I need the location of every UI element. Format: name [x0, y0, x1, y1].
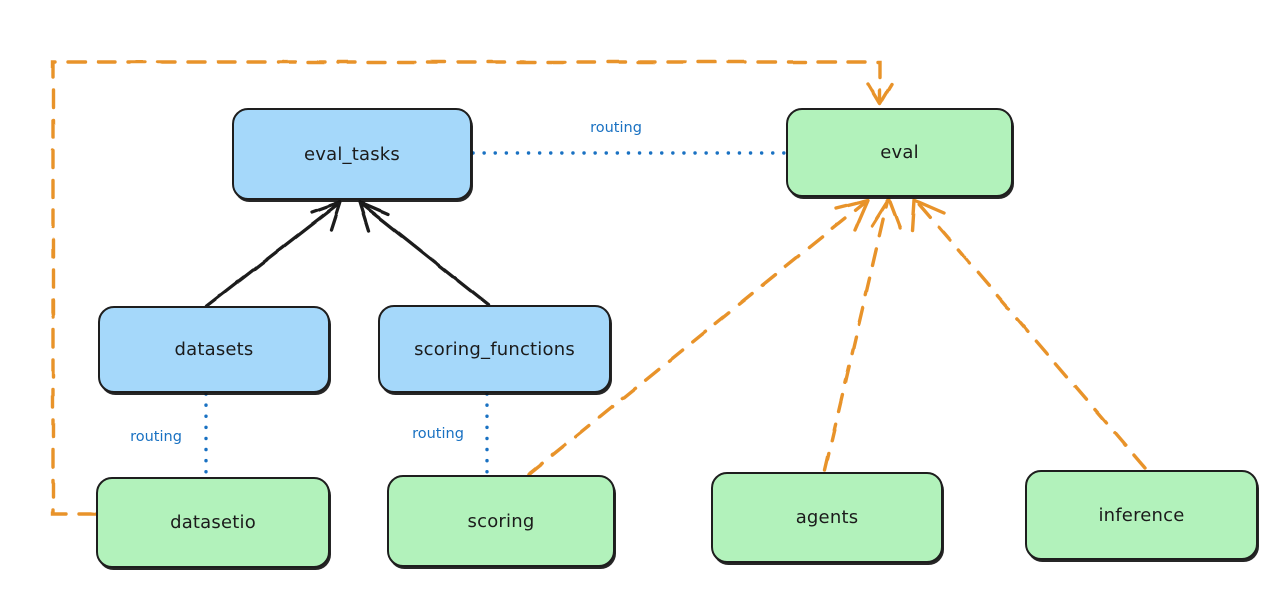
- edge-agents-to-eval-wrap: [823, 197, 902, 472]
- edge-datasets-to-eval_tasks-wrap: [205, 200, 342, 308]
- node-label-eval_tasks: eval_tasks: [303, 143, 401, 165]
- node-datasets[interactable]: datasets: [98, 306, 330, 393]
- edge-label-routing-eval_tasks-eval: routing: [590, 120, 642, 136]
- node-label-datasetio: datasetio: [170, 512, 256, 533]
- node-agents[interactable]: agents: [711, 472, 943, 563]
- node-scoring_functions[interactable]: scoring_functions: [378, 305, 611, 393]
- node-inference[interactable]: inference: [1025, 470, 1258, 560]
- edge-label-routing-scoring_functions-scoring: routing: [412, 426, 464, 442]
- node-scoring[interactable]: scoring: [387, 475, 615, 567]
- node-label-agents: agents: [795, 507, 859, 528]
- node-eval_tasks[interactable]: eval_tasks: [232, 108, 472, 200]
- node-datasetio[interactable]: datasetio: [96, 477, 330, 568]
- edge-scoring_functions-to-eval_tasks-wrap: [358, 200, 491, 307]
- edge-label-routing-datasets-datasetio: routing: [130, 429, 182, 445]
- edge-inference-to-eval-wrap: [910, 198, 1147, 470]
- node-label-inference: inference: [1098, 504, 1185, 526]
- node-label-datasets: datasets: [174, 339, 254, 360]
- node-label-scoring_functions: scoring_functions: [414, 338, 575, 360]
- edge-datasetio-to-eval-wrap: [51, 60, 894, 516]
- node-label-eval: eval: [880, 142, 919, 163]
- node-eval[interactable]: eval: [786, 108, 1013, 197]
- node-label-scoring: scoring: [467, 510, 535, 532]
